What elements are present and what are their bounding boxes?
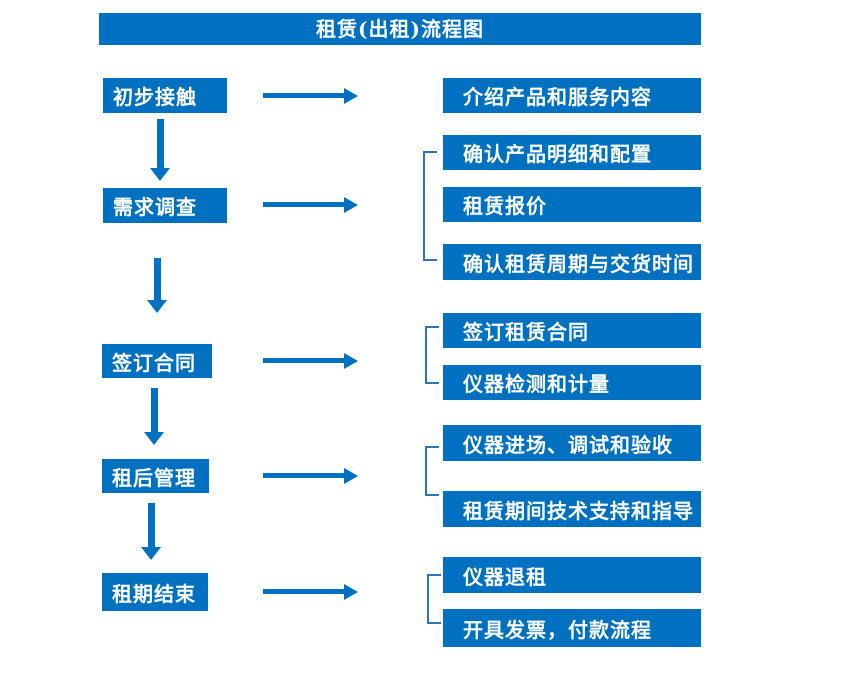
down-arrow-icon bbox=[141, 503, 162, 560]
diagram-title: 租赁(出租)流程图 bbox=[99, 13, 701, 45]
detail-box-tech-support: 租赁期间技术支持和指导 bbox=[443, 491, 701, 527]
right-arrow-shaft bbox=[263, 93, 344, 98]
down-arrow-head bbox=[150, 168, 170, 181]
right-arrow-head bbox=[344, 468, 358, 484]
right-arrow-shaft bbox=[263, 202, 344, 207]
bracket-tick bbox=[429, 574, 441, 576]
group-bracket-sign-contract bbox=[425, 326, 439, 384]
down-arrow-icon bbox=[144, 388, 165, 445]
right-arrow-head bbox=[344, 584, 358, 600]
group-bracket-lease-end bbox=[427, 574, 441, 624]
detail-box-instrument-setup-acceptance: 仪器进场、调试和验收 bbox=[443, 425, 701, 461]
right-arrow-head bbox=[344, 353, 358, 369]
step-box-lease-end: 租期结束 bbox=[102, 573, 208, 611]
right-arrow-icon bbox=[263, 353, 358, 369]
step-box-sign-contract: 签订合同 bbox=[102, 344, 212, 378]
down-arrow-shaft bbox=[151, 388, 158, 433]
step-box-initial-contact: 初步接触 bbox=[103, 78, 227, 113]
right-arrow-shaft bbox=[263, 589, 344, 594]
down-arrow-shaft bbox=[154, 258, 161, 301]
down-arrow-head bbox=[147, 300, 167, 313]
right-arrow-head bbox=[344, 88, 358, 104]
right-arrow-icon bbox=[263, 468, 358, 484]
group-bracket-demand-survey bbox=[423, 151, 437, 261]
step-box-post-rental-management: 租后管理 bbox=[102, 459, 209, 493]
down-arrow-head bbox=[141, 547, 161, 560]
bracket-tick bbox=[427, 326, 439, 328]
down-arrow-icon bbox=[147, 258, 168, 313]
bracket-tick bbox=[427, 446, 439, 448]
bracket-tick bbox=[427, 382, 439, 384]
detail-box-introduce-products: 介绍产品和服务内容 bbox=[443, 78, 701, 113]
right-arrow-icon bbox=[263, 584, 358, 600]
bracket-tick bbox=[425, 259, 437, 261]
detail-box-invoice-payment: 开具发票，付款流程 bbox=[443, 609, 701, 647]
down-arrow-icon bbox=[150, 119, 171, 181]
down-arrow-shaft bbox=[157, 119, 164, 169]
bracket-tick bbox=[429, 622, 441, 624]
bracket-tick bbox=[427, 494, 439, 496]
bracket-tick bbox=[425, 151, 437, 153]
down-arrow-head bbox=[144, 432, 164, 445]
right-arrow-icon bbox=[263, 197, 358, 213]
right-arrow-icon bbox=[263, 88, 358, 104]
detail-box-confirm-cycle-delivery: 确认租赁周期与交货时间 bbox=[443, 244, 701, 280]
detail-box-instrument-return: 仪器退租 bbox=[443, 557, 701, 593]
detail-box-rental-quote: 租赁报价 bbox=[443, 187, 701, 222]
right-arrow-head bbox=[344, 197, 358, 213]
down-arrow-shaft bbox=[148, 503, 155, 548]
detail-box-instrument-testing: 仪器检测和计量 bbox=[443, 365, 701, 400]
detail-box-confirm-product-config: 确认产品明细和配置 bbox=[443, 135, 701, 170]
step-box-demand-survey: 需求调查 bbox=[103, 188, 227, 223]
right-arrow-shaft bbox=[263, 358, 344, 363]
group-bracket-post-rental bbox=[425, 446, 439, 496]
detail-box-sign-rental-contract: 签订租赁合同 bbox=[443, 313, 701, 348]
right-arrow-shaft bbox=[263, 473, 344, 478]
